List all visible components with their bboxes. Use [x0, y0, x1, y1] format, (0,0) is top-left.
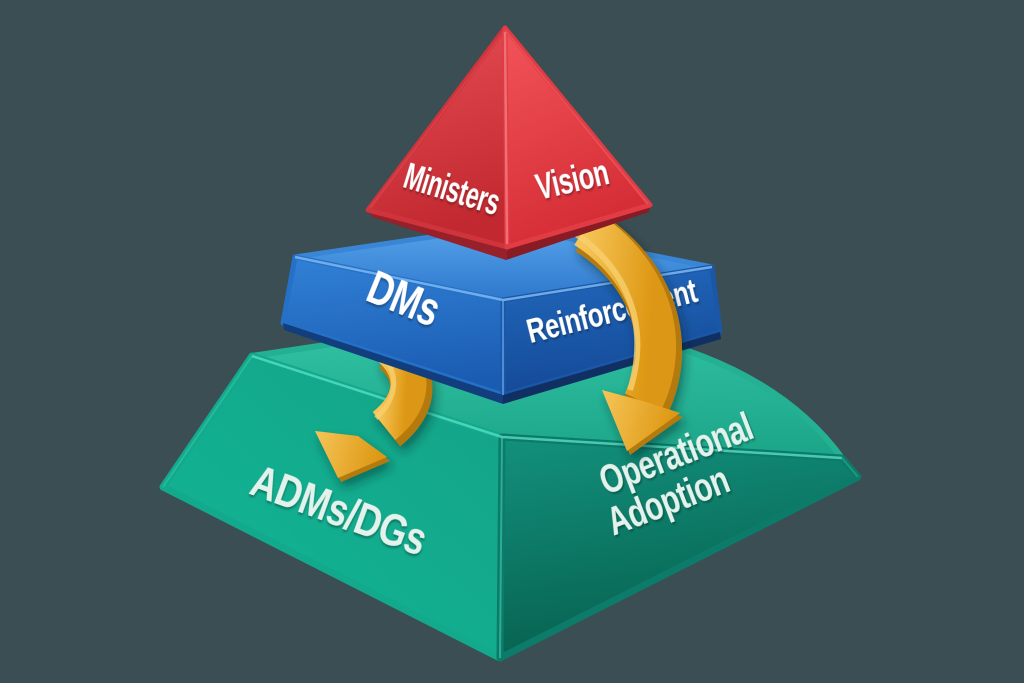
- tier-top-bottom-edge-left: [368, 210, 507, 260]
- right-flow-arrowhead: [602, 390, 680, 451]
- right-flow-arrow: [571, 211, 683, 455]
- tier-top-bottom-edge-right: [506, 205, 650, 260]
- right-flow-arrow-highlight: [571, 229, 641, 391]
- left-flow-arrowhead: [315, 431, 387, 478]
- tier-middle: [280, 223, 723, 404]
- tier-top-front-edge-highlight: [503, 31, 509, 245]
- tier-bottom-corner-edge: [499, 436, 503, 659]
- tier-top: [365, 25, 653, 260]
- tier-bottom-left-bevel: [162, 355, 253, 488]
- tier-middle-bottom-edge-left: [283, 323, 503, 404]
- right-flow-arrow-stem: [573, 211, 677, 411]
- tier-top-left-edge-highlight: [369, 29, 506, 209]
- tier-top-right-edge-highlight: [504, 29, 649, 205]
- tier-bottom-right-bevel: [841, 457, 859, 478]
